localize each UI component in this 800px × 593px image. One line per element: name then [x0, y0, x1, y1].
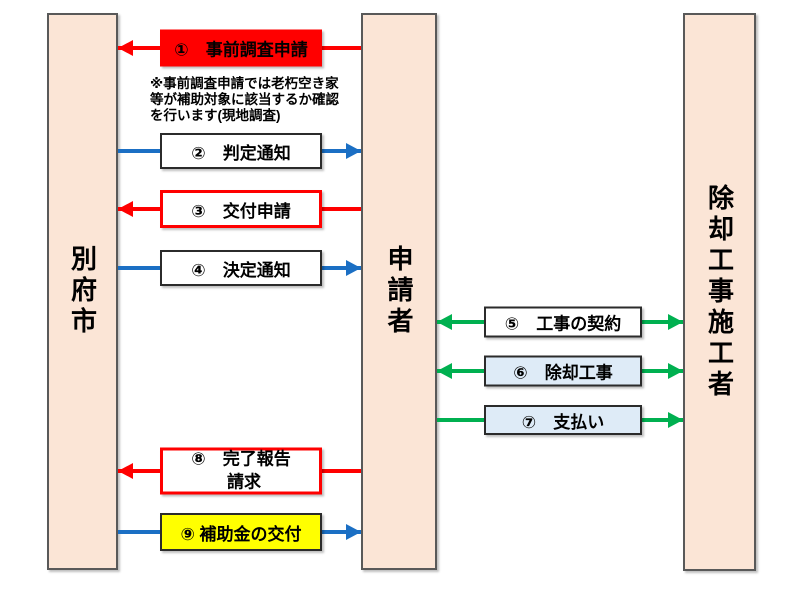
step-5-box: ⑤ 工事の契約: [484, 306, 642, 338]
step-2-box: ② 判定通知: [160, 133, 322, 169]
note-text: ※事前調査申請では老朽空き家 等が補助対象に該当するか確認 を行います(現地調査…: [150, 76, 339, 123]
column-contractor-label: 除却工事施工者: [704, 183, 735, 401]
arrowhead-left-icon: [118, 201, 133, 217]
step-9-box: ⑨ 補助金の交付: [160, 513, 322, 551]
step-7-box: ⑦ 支払い: [484, 405, 642, 435]
step-9-label: ⑨ 補助金の交付: [180, 524, 302, 544]
step-8-label: ⑧ 完了報告 請求: [191, 449, 291, 491]
step-6-label: ⑥ 除却工事: [513, 363, 613, 383]
step-2-label: ② 判定通知: [191, 143, 291, 163]
step-4-label: ④ 決定通知: [191, 260, 291, 280]
step-3-box: ③ 交付申請: [160, 190, 322, 228]
step-6-box: ⑥ 除却工事: [484, 355, 642, 387]
column-applicant-label: 申請者: [384, 245, 414, 338]
column-applicant: 申請者: [361, 13, 437, 570]
arrowhead-right-icon: [346, 260, 361, 276]
step-3-label: ③ 交付申請: [191, 201, 291, 221]
step-1-box: ① 事前調査申請: [160, 29, 322, 67]
column-contractor: 除却工事施工者: [683, 13, 756, 571]
column-beppu-city-label: 別府市: [67, 245, 98, 338]
arrowhead-left-icon: [437, 314, 452, 330]
arrowhead-left-icon: [118, 463, 133, 479]
step-4-box: ④ 決定通知: [160, 250, 322, 286]
arrowhead-right-icon: [346, 524, 361, 540]
step-5-label: ⑤ 工事の契約: [504, 314, 622, 334]
step-7-label: ⑦ 支払い: [521, 412, 605, 432]
arrowhead-right-icon: [668, 363, 683, 379]
arrowhead-left-icon: [437, 363, 452, 379]
step-8-box: ⑧ 完了報告 請求: [160, 447, 322, 495]
column-beppu-city: 別府市: [47, 13, 118, 570]
arrowhead-right-icon: [346, 143, 361, 159]
arrowhead-right-icon: [668, 412, 683, 428]
arrowhead-right-icon: [668, 314, 683, 330]
arrowhead-left-icon: [118, 40, 133, 56]
step-1-label: ① 事前調査申請: [174, 40, 308, 60]
